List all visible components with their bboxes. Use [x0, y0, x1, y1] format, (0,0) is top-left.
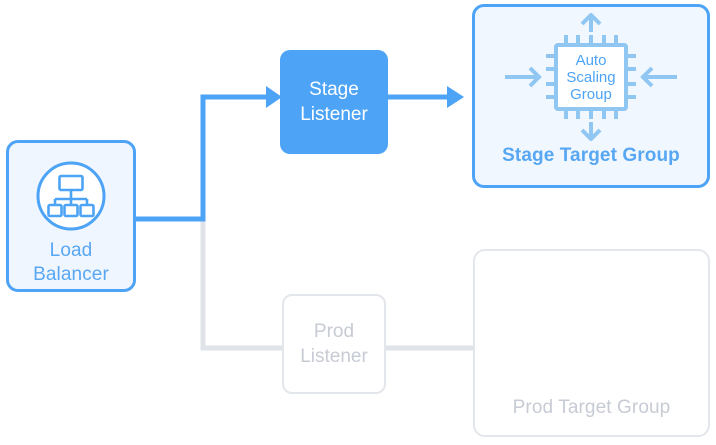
arrowhead-stage-tg	[447, 86, 464, 108]
node-stage-target-group[interactable]: Auto Scaling Group	[472, 4, 710, 188]
asg-label-line3: Group	[570, 86, 612, 103]
load-balancer-label: Load Balancer	[33, 239, 109, 287]
load-balancer-hierarchy-icon	[34, 159, 108, 233]
load-balancer-label-line1: Load	[49, 240, 93, 261]
wire-lb-to-stage-listener	[136, 94, 268, 222]
node-stage-listener[interactable]: Stage Listener	[280, 50, 388, 154]
wire-lb-to-prod-listener	[200, 219, 282, 351]
arrowhead-stage-listener	[266, 86, 282, 108]
prod-listener-label-line2: Listener	[300, 346, 368, 367]
asg-label-line2: Scaling	[566, 69, 615, 86]
stage-listener-label-line1: Stage	[309, 79, 359, 100]
node-prod-target-group[interactable]: Prod Target Group	[473, 249, 710, 437]
prod-listener-label: Prod Listener	[300, 319, 368, 369]
node-load-balancer[interactable]: Load Balancer	[6, 140, 136, 292]
stage-target-group-label: Stage Target Group	[502, 145, 680, 166]
auto-scaling-group-chip-icon: Auto Scaling Group	[503, 12, 679, 142]
prod-target-group-label: Prod Target Group	[512, 397, 671, 418]
asg-label-line1: Auto	[576, 52, 607, 69]
load-balancer-label-line2: Balancer	[33, 264, 109, 285]
stage-listener-label: Stage Listener	[300, 77, 368, 127]
stage-listener-label-line2: Listener	[300, 104, 368, 125]
node-prod-listener[interactable]: Prod Listener	[282, 294, 386, 394]
prod-listener-label-line1: Prod	[313, 321, 355, 342]
